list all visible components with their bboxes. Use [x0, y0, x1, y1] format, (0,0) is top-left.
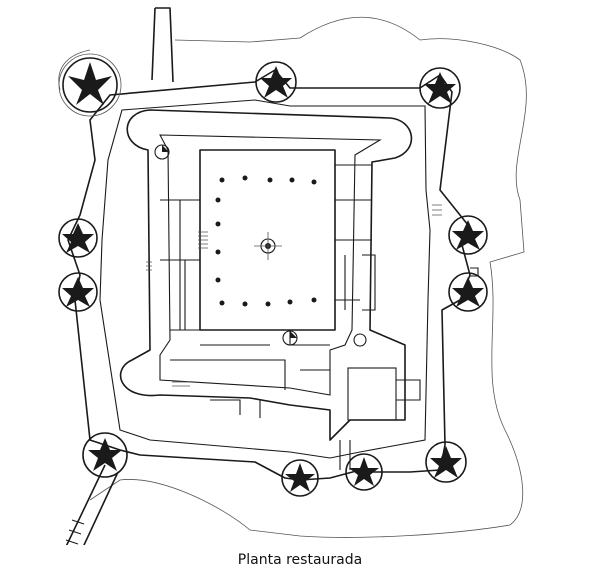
figure-caption: Planta restaurada: [237, 552, 363, 568]
castle-floor-plan: [58, 7, 527, 545]
spiral-stairs: [154, 144, 367, 347]
tower-west-lower: [58, 272, 98, 312]
tower-north: [255, 61, 297, 103]
courtyard-well: [254, 232, 282, 260]
outer-curtain-wall-inner: [99, 99, 431, 459]
inner-enclosure-wall-inner: [159, 134, 382, 396]
tower-northwest: [58, 53, 122, 117]
courtyard-columns: [215, 175, 317, 307]
stair-flights: [146, 204, 442, 387]
tower-southwest: [82, 432, 128, 478]
tower-south-gate: [345, 453, 383, 491]
tower-northeast: [419, 67, 461, 109]
north-causeway: [151, 7, 174, 83]
southwest-causeway: [65, 464, 119, 545]
tower-east-lower: [448, 272, 488, 312]
tower-east-upper: [448, 215, 488, 255]
tower-west-upper: [58, 218, 98, 258]
tower-southeast: [425, 441, 467, 483]
interior-rooms: [160, 164, 421, 470]
tower-south: [281, 459, 319, 497]
east-wall-chambers: [362, 254, 479, 311]
inner-enclosure-wall: [119, 109, 413, 441]
